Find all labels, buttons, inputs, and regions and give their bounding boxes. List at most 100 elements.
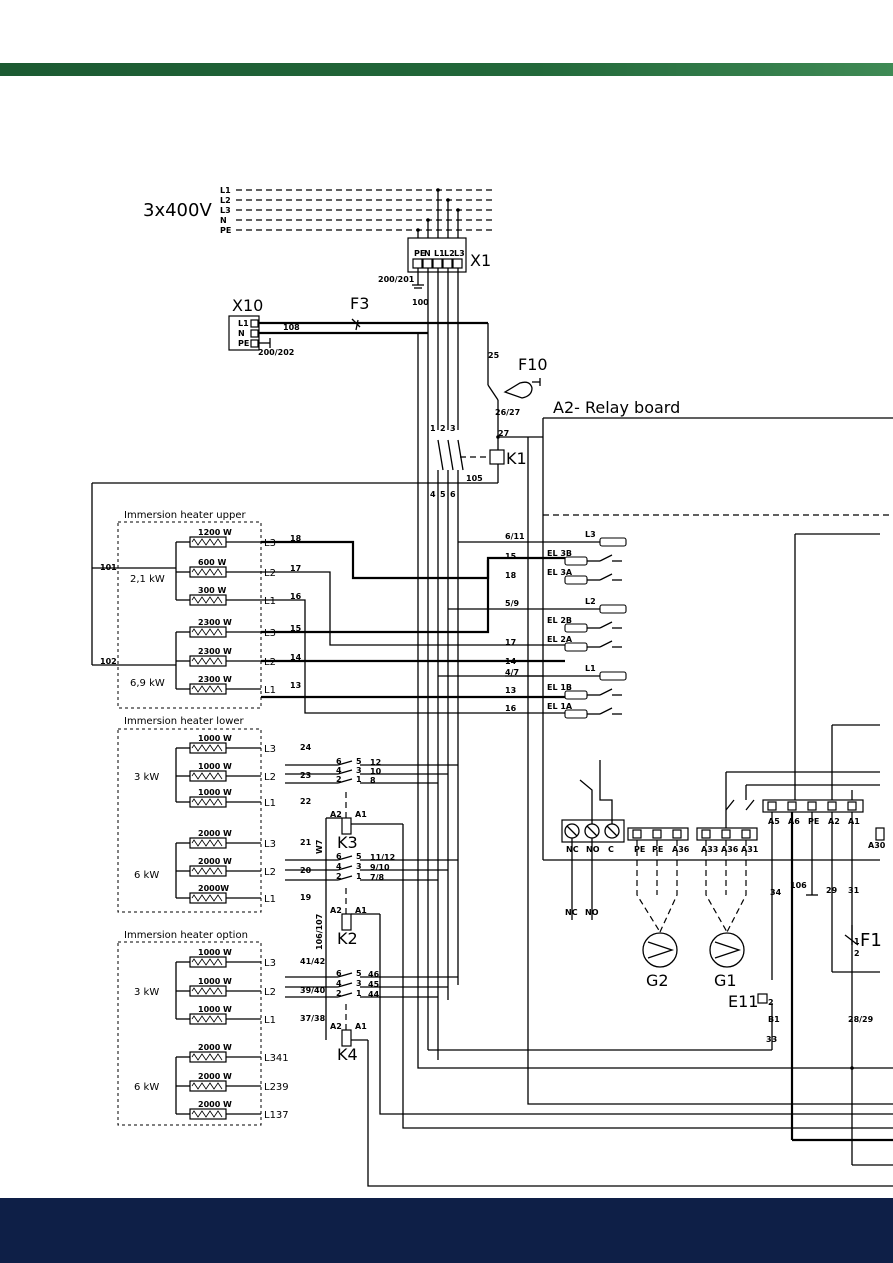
- relay-output: L1: [585, 664, 627, 681]
- heater-rating: 1000 W: [198, 762, 232, 771]
- relay-wire-13: 13: [505, 686, 516, 695]
- heater-rating: 1000 W: [198, 788, 232, 797]
- heater-option-title: Immersion heater option: [124, 930, 248, 941]
- supply-line-label-l2: L2: [220, 196, 231, 205]
- top-accent-band: [0, 63, 893, 76]
- wire-31: 31: [848, 886, 860, 895]
- contact-pin-out: 3: [356, 766, 362, 775]
- k1-bottom-6: 6: [450, 490, 456, 499]
- relay-output-label: EL 1B: [547, 683, 572, 692]
- relay-wire-14: 14: [505, 657, 517, 666]
- relay-wire-5-9: 5/9: [505, 599, 519, 608]
- contact-pin-in: 4: [336, 766, 342, 775]
- contact-pin-in: 2: [336, 872, 342, 881]
- contact-out-wire: 12: [370, 758, 381, 767]
- pump2-pin-a36: A36: [672, 845, 690, 854]
- f1-pin-1: 1: [854, 937, 860, 946]
- x1-pin-n: N: [424, 249, 431, 258]
- heater-phase: L2: [264, 657, 276, 668]
- wire-106: 106: [790, 881, 807, 890]
- pump1-pin-a31: A31: [741, 845, 759, 854]
- f1-label: F1: [860, 930, 882, 951]
- k1-top-3: 3: [450, 424, 456, 433]
- coil-wire: 106/107: [315, 914, 324, 950]
- heater-phase: L3: [264, 958, 276, 969]
- wire-102: 102: [100, 657, 117, 666]
- contact-out-wire: 8: [370, 776, 376, 785]
- k1-label: K1: [506, 449, 527, 468]
- relay-output-label: EL 3A: [547, 568, 573, 577]
- contact-pin-out: 1: [356, 775, 362, 784]
- heater-rating: 2300 W: [198, 647, 232, 656]
- relay-output: EL 2A: [547, 635, 622, 652]
- heater-phase: L3: [264, 839, 276, 850]
- contact-pin-out: 1: [356, 872, 362, 881]
- relay-output: L2: [585, 597, 627, 614]
- supply-line-label-pe: PE: [220, 226, 231, 235]
- k1-top-1: 1: [430, 424, 436, 433]
- heater-phase: L2: [264, 772, 276, 783]
- relay-output-label: EL 1A: [547, 702, 573, 711]
- wire-29: 29: [826, 886, 838, 895]
- wire-33: 33: [766, 1035, 777, 1044]
- relay-output: EL 2B: [547, 616, 622, 633]
- wire-108: 108: [283, 323, 300, 332]
- g2-label: G2: [646, 971, 669, 990]
- x1-pin-l2: L2: [444, 249, 455, 258]
- heater-rating: 1000 W: [198, 734, 232, 743]
- relay-output: L3: [585, 530, 627, 547]
- heater-rating: 2000 W: [198, 1072, 232, 1081]
- relay-output-label: L1: [585, 664, 596, 673]
- f1-breaker: F1 1 2 28/29: [832, 925, 882, 1024]
- heater-option-power-1: 3 kW: [134, 987, 159, 998]
- heater-phase: L1: [264, 596, 276, 607]
- supply-line-label-n: N: [220, 216, 227, 225]
- e11-pin-b1: B1: [768, 1015, 780, 1024]
- wire-34: 34: [770, 888, 782, 897]
- heater-rating: 2300 W: [198, 618, 232, 627]
- contact-out-wire: 11/12: [370, 853, 395, 862]
- pump1-connector: A33 A36 A31 G1: [696, 771, 880, 990]
- coil-wire: W7: [315, 840, 324, 854]
- wire-27: 27: [498, 429, 509, 438]
- heater-element: 1000 W L2 23: [176, 762, 311, 783]
- heater-phase: L3: [264, 744, 276, 755]
- contact-pin-in: 2: [336, 989, 342, 998]
- contact-out-wire: 9/10: [370, 863, 390, 872]
- e11-label: E11: [728, 992, 758, 1011]
- heater-rating: 2000W: [198, 884, 229, 893]
- coil-pin-a1: A1: [355, 906, 367, 915]
- heater-phase: L3: [264, 538, 276, 549]
- heater-phase: L1: [264, 798, 276, 809]
- x10-pin-pe: PE: [238, 339, 249, 348]
- coil-pin-a2: A2: [330, 1022, 342, 1031]
- heater-wire: 19: [300, 893, 312, 902]
- heater-wire: 23: [300, 771, 311, 780]
- f3-label: F3: [350, 294, 369, 313]
- supply-line-label-l3: L3: [220, 206, 231, 215]
- contact-pin-in: 6: [336, 969, 342, 978]
- x10-ref: 200/202: [258, 348, 294, 357]
- contact-pin-out: 3: [356, 979, 362, 988]
- heater-wire: 17: [290, 564, 301, 573]
- heater-lower-title: Immersion heater lower: [124, 716, 245, 727]
- heater-lower-power-1: 3 kW: [134, 772, 159, 783]
- contact-pin-in: 4: [336, 862, 342, 871]
- wire-105: 105: [466, 474, 483, 483]
- x10-label: X10: [232, 296, 263, 315]
- strip-a5: A5: [768, 817, 780, 826]
- relay-wire-18: 18: [505, 571, 517, 580]
- conn-a30: A30: [868, 841, 886, 850]
- x10-pin-n: N: [238, 329, 245, 338]
- x1-pin-l1: L1: [434, 249, 445, 258]
